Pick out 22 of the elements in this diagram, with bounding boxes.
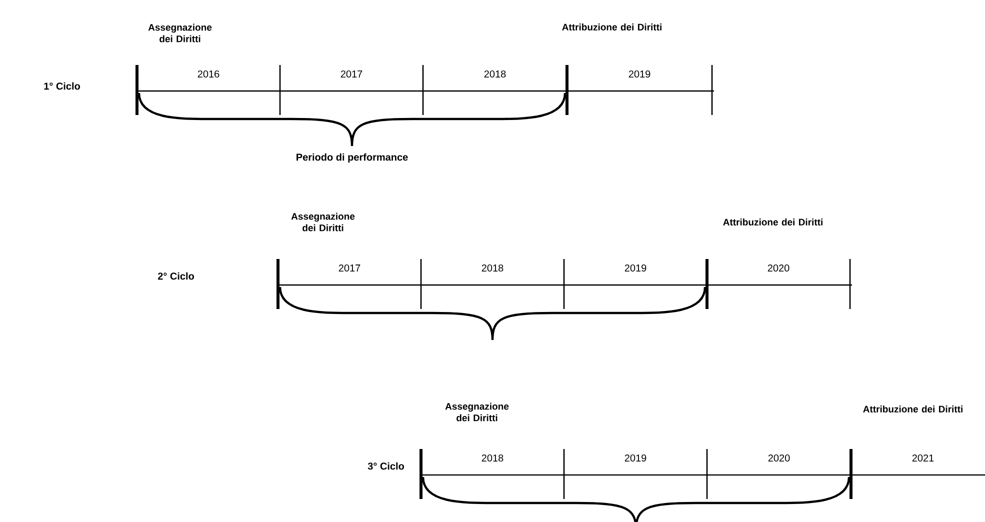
milestone-label: Assegnazione dei Diritti: [291, 212, 355, 232]
milestone-label: Attribuzione dei Diritti: [863, 406, 962, 412]
year-label: 2018: [482, 454, 504, 462]
milestone-label: Attribuzione dei Diritti: [562, 24, 662, 30]
year-label: 2020: [768, 264, 790, 272]
cycle-label: 2° Ciclo: [158, 272, 194, 280]
year-label: 2016: [198, 70, 220, 78]
year-label: 2019: [624, 264, 646, 272]
year-label: 2018: [482, 264, 504, 272]
year-label: 2018: [484, 70, 506, 78]
year-label: 2019: [628, 70, 650, 78]
year-label: 2017: [340, 70, 362, 78]
year-label: 2021: [912, 454, 934, 462]
brace-label: Periodo di performance: [296, 153, 408, 163]
year-label: 2017: [338, 264, 360, 272]
milestone-label: Attribuzione dei Diritti: [723, 218, 822, 226]
cycle-label: 3° Ciclo: [368, 462, 404, 470]
cycle-label: 1° Ciclo: [44, 82, 80, 90]
year-label: 2019: [624, 454, 646, 462]
year-label: 2020: [768, 454, 790, 462]
milestone-label: Assegnazione dei Diritti: [148, 24, 212, 42]
milestone-label: Assegnazione dei Diritti: [445, 402, 509, 422]
